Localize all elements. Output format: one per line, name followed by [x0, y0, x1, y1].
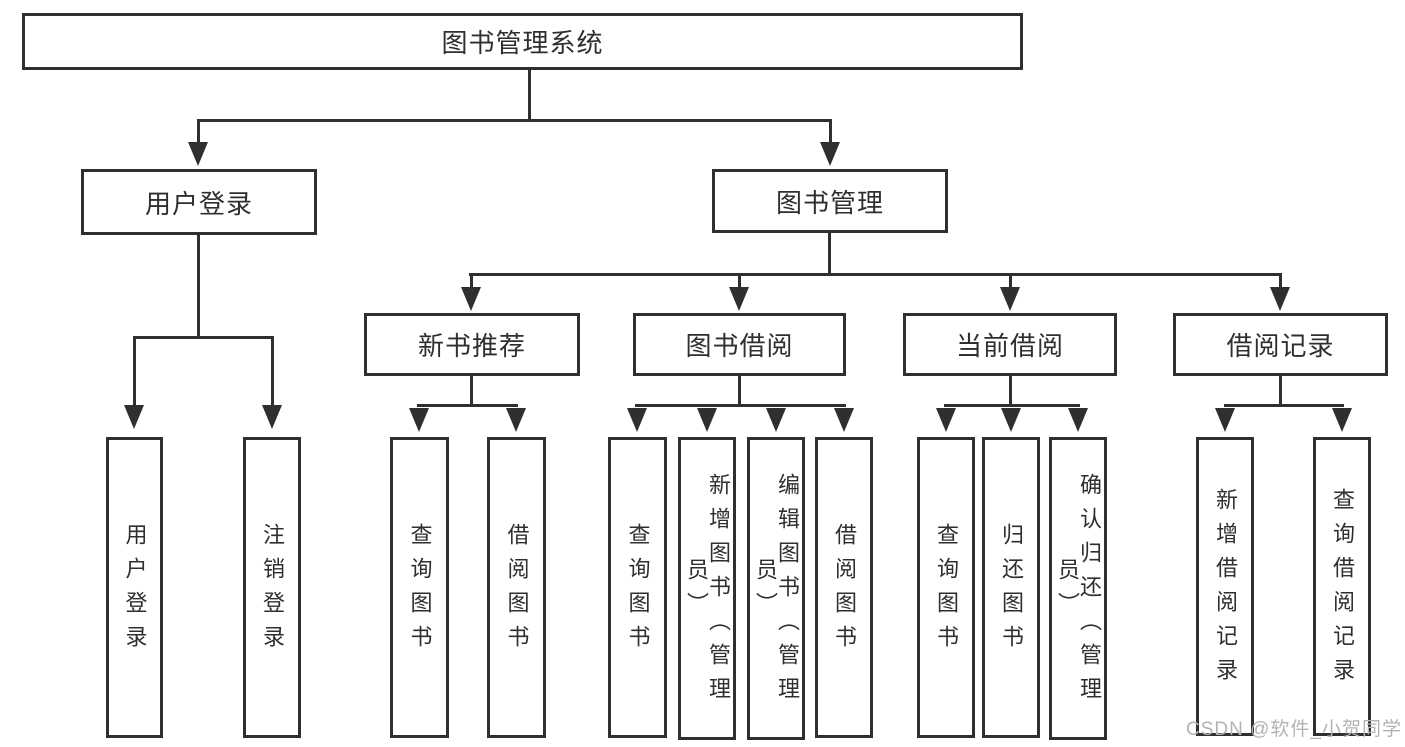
leaf-borrow-borrow-books: 借阅图书 [815, 437, 873, 738]
connector-line [133, 336, 274, 339]
connector-line [470, 275, 473, 289]
arrow-down-icon [506, 408, 526, 432]
leaf-record-query-borrow-record: 查询借阅记录 [1313, 437, 1371, 736]
arrow-down-icon [124, 405, 144, 429]
arrow-down-icon [1068, 408, 1088, 432]
arrow-down-icon [697, 408, 717, 432]
arrow-down-icon [766, 408, 786, 432]
connector-line [1279, 275, 1282, 289]
connector-line [1009, 275, 1012, 289]
leaf-recommend-query-books: 查询图书 [390, 437, 449, 738]
leaf-current-confirm-return-admin: 确认归还（管理员） [1049, 437, 1107, 740]
connector-line [1224, 404, 1344, 407]
leaf-user-login: 用户登录 [106, 437, 163, 738]
leaf-borrow-add-books-admin: 新增图书（管理员） [678, 437, 736, 740]
connector-line [469, 273, 1282, 276]
leaf-borrow-query-books: 查询图书 [608, 437, 667, 738]
node-root-system: 图书管理系统 [22, 13, 1023, 70]
arrow-down-icon [627, 408, 647, 432]
node-new-book-recommend: 新书推荐 [364, 313, 580, 376]
connector-line [738, 275, 741, 289]
connector-line [944, 404, 1080, 407]
leaf-current-query-books: 查询图书 [917, 437, 975, 738]
connector-line [635, 404, 846, 407]
connector-line [271, 338, 274, 406]
leaf-current-return-books: 归还图书 [982, 437, 1040, 738]
arrow-down-icon [1332, 408, 1352, 432]
arrow-down-icon [262, 405, 282, 429]
node-book-management: 图书管理 [712, 169, 948, 233]
leaf-borrow-edit-books-admin: 编辑图书（管理员） [747, 437, 805, 740]
node-current-borrow: 当前借阅 [903, 313, 1117, 376]
csdn-watermark: CSDN @软件_小贺同学 [1186, 719, 1402, 740]
arrow-down-icon [1000, 287, 1020, 311]
connector-line [470, 375, 473, 406]
arrow-down-icon [188, 142, 208, 166]
node-borrow-record: 借阅记录 [1173, 313, 1388, 376]
connector-line [197, 119, 832, 122]
connector-line [197, 235, 200, 336]
node-user-login: 用户登录 [81, 169, 317, 235]
arrow-down-icon [1215, 408, 1235, 432]
arrow-down-icon [820, 142, 840, 166]
node-book-borrow: 图书借阅 [633, 313, 846, 376]
arrow-down-icon [936, 408, 956, 432]
arrow-down-icon [729, 287, 749, 311]
connector-line [528, 70, 531, 120]
arrow-down-icon [461, 287, 481, 311]
leaf-recommend-borrow-books: 借阅图书 [487, 437, 546, 738]
connector-line [133, 338, 136, 406]
connector-line [1009, 375, 1012, 406]
leaf-record-add-borrow-record: 新增借阅记录 [1196, 437, 1254, 736]
connector-line [829, 121, 832, 143]
connector-line [1279, 375, 1282, 406]
connector-line [828, 233, 831, 275]
arrow-down-icon [1270, 287, 1290, 311]
arrow-down-icon [834, 408, 854, 432]
connector-line [738, 375, 741, 406]
connector-line [197, 121, 200, 143]
arrow-down-icon [1001, 408, 1021, 432]
connector-line [417, 404, 518, 407]
arrow-down-icon [409, 408, 429, 432]
leaf-logout-login: 注销登录 [243, 437, 301, 738]
